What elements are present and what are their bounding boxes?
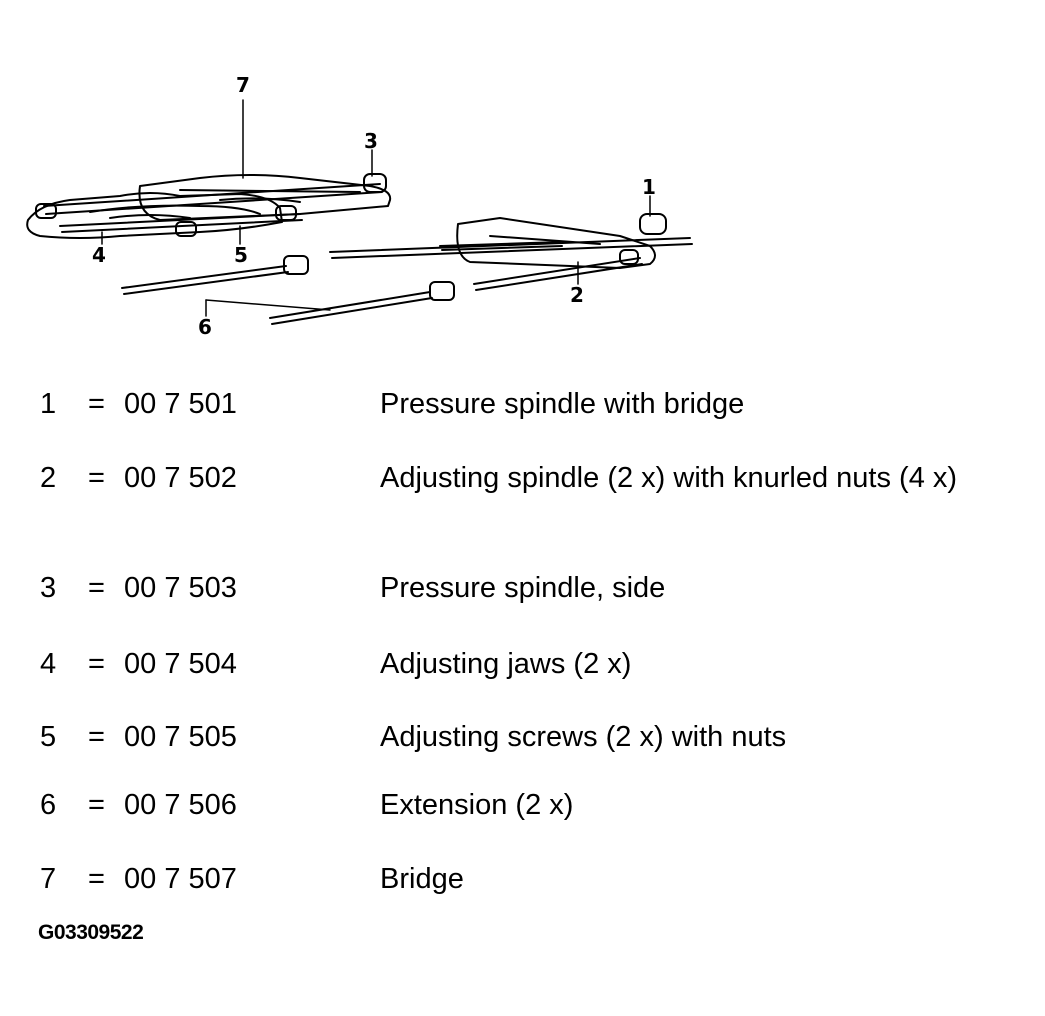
legend-number: 3 — [40, 572, 57, 604]
legend-part-number: 00 7 504 — [124, 648, 237, 680]
callout-2: 2 — [570, 283, 584, 307]
callout-4: 4 — [92, 243, 106, 267]
callout-7: 7 — [236, 73, 250, 97]
legend-equals: = — [88, 789, 105, 821]
legend-part-number: 00 7 506 — [124, 789, 237, 821]
callout-1: 1 — [642, 175, 656, 199]
legend-part-number: 00 7 507 — [124, 863, 237, 895]
legend-part-number: 00 7 505 — [124, 721, 237, 753]
legend-number: 1 — [40, 388, 57, 420]
legend-description: Extension (2 x) — [380, 789, 574, 821]
legend-equals: = — [88, 572, 105, 604]
legend-part-number: 00 7 501 — [124, 388, 237, 420]
legend-description: Adjusting spindle (2 x) with knurled nut… — [380, 462, 958, 494]
legend-description: Bridge — [380, 863, 464, 895]
legend-description: Adjusting jaws (2 x) — [380, 648, 632, 680]
callout-6: 6 — [198, 315, 212, 339]
tool-set-illustration: 7 3 1 2 4 5 6 — [26, 73, 693, 339]
legend-description: Pressure spindle with bridge — [380, 388, 745, 420]
legend-description: Pressure spindle, side — [380, 572, 666, 604]
legend-number: 4 — [40, 648, 57, 680]
callout-3: 3 — [364, 129, 378, 153]
legend-number: 6 — [40, 789, 57, 821]
legend-equals: = — [88, 462, 105, 494]
right-assembly — [329, 213, 693, 291]
legend-part-number: 00 7 503 — [124, 572, 237, 604]
legend-number: 2 — [40, 462, 57, 494]
figure-id: G03309522 — [38, 921, 144, 944]
legend-number: 5 — [40, 721, 57, 753]
legend-equals: = — [88, 648, 105, 680]
callout-5: 5 — [234, 243, 248, 267]
legend-equals: = — [88, 863, 105, 895]
legend-part-number: 00 7 502 — [124, 462, 237, 494]
leader-lines — [101, 99, 651, 317]
legend-equals: = — [88, 721, 105, 753]
extensions — [121, 255, 455, 325]
legend-description: Adjusting screws (2 x) with nuts — [380, 721, 787, 753]
left-assembly — [26, 173, 392, 239]
legend-equals: = — [88, 388, 105, 420]
legend-number: 7 — [40, 863, 57, 895]
